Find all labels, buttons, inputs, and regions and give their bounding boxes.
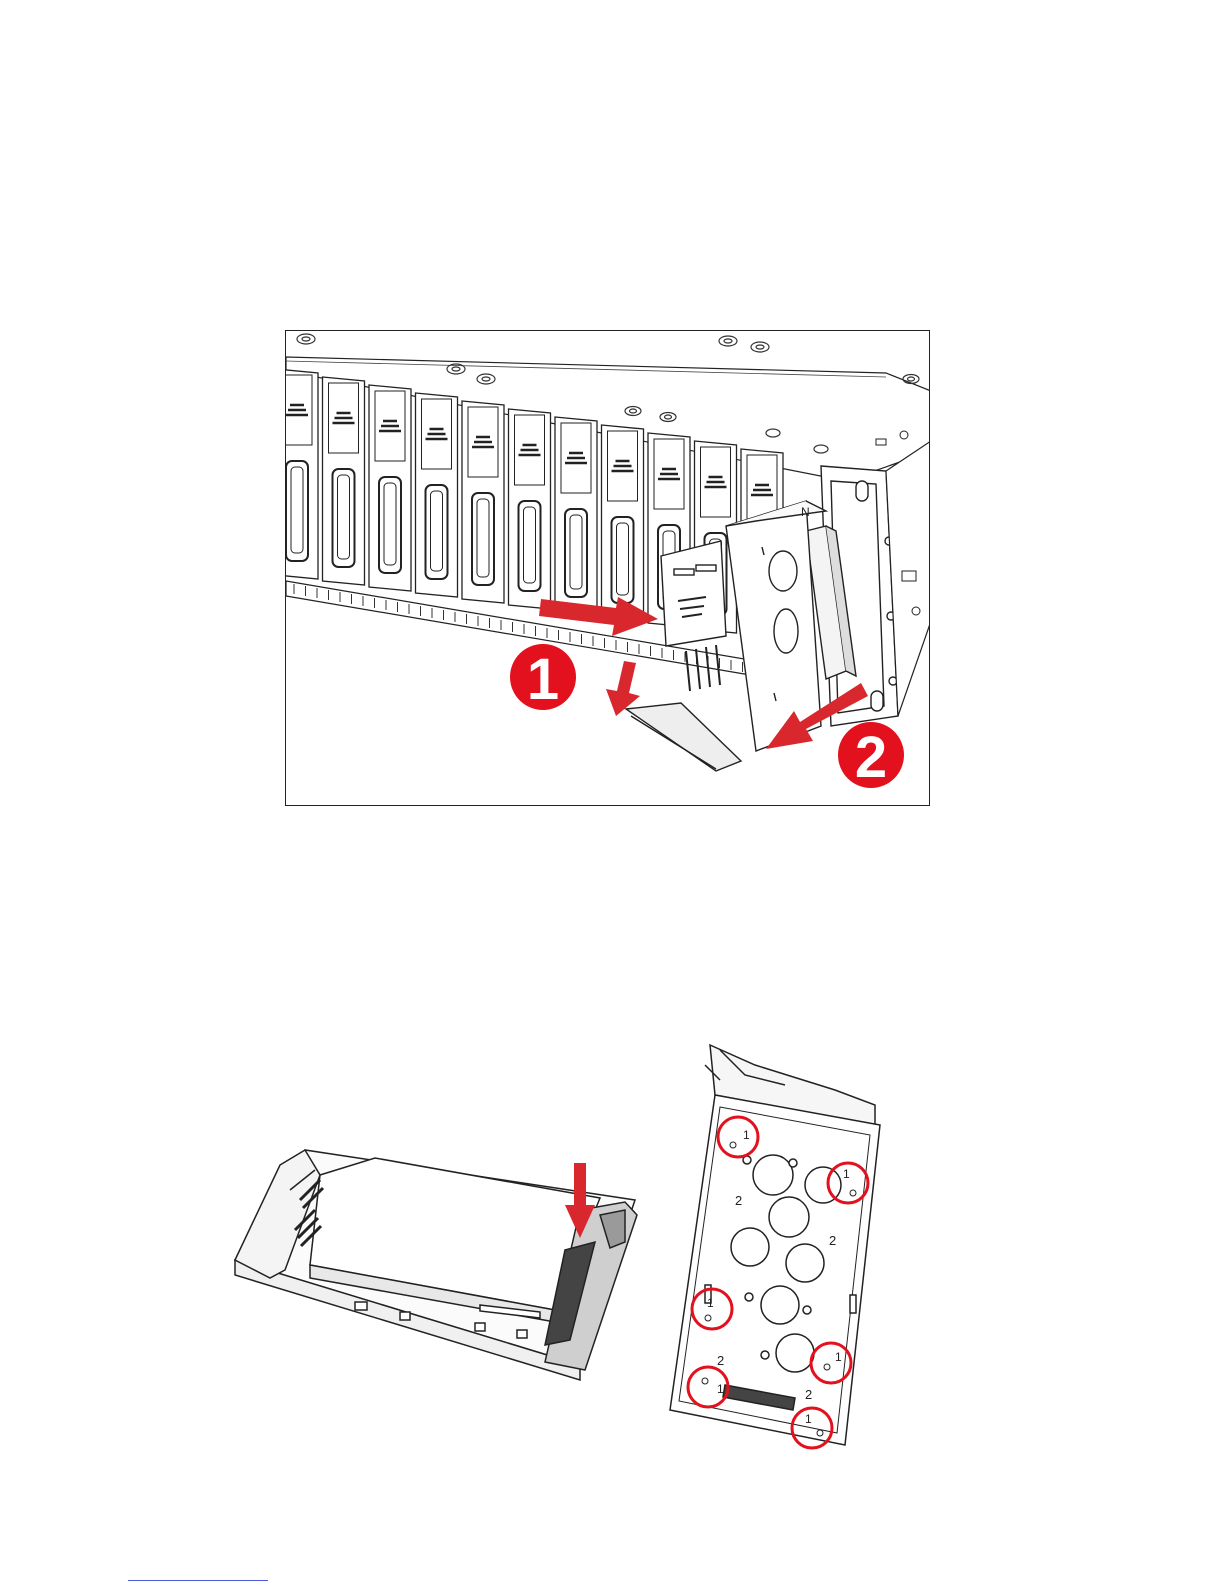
svg-text:1: 1	[717, 1382, 724, 1396]
svg-text:1: 1	[743, 1128, 750, 1142]
svg-text:1: 1	[805, 1412, 812, 1426]
drive-bay	[555, 417, 597, 615]
step-callout-1: 1	[510, 644, 576, 712]
chassis-drive-removal-figure: N 1 2	[285, 330, 930, 806]
drive-bay	[462, 401, 504, 603]
drive-bay	[602, 425, 644, 621]
svg-text:1: 1	[707, 1296, 714, 1310]
carrier-bottom-illustration: 2 2 2 2 1 1 1	[665, 1035, 905, 1455]
chassis-ear-bracket	[806, 466, 898, 726]
drive-bay	[369, 385, 411, 591]
svg-text:2: 2	[805, 1387, 812, 1402]
step-callout-2: 2	[838, 722, 904, 790]
carrier-screw-positions-figure: 2 2 2 2 1 1 1	[665, 1035, 905, 1455]
drive-into-carrier-figure	[225, 1130, 655, 1390]
drive-bay	[323, 377, 365, 585]
chassis-illustration: N 1 2	[286, 331, 930, 806]
svg-text:N: N	[801, 505, 810, 519]
svg-text:1: 1	[843, 1167, 850, 1181]
svg-text:1: 1	[527, 647, 559, 712]
carrier-illustration	[225, 1130, 655, 1390]
drive-bay	[286, 369, 318, 579]
drive-bay	[509, 409, 551, 609]
svg-text:2: 2	[735, 1193, 742, 1208]
svg-text:2: 2	[717, 1353, 724, 1368]
svg-text:2: 2	[855, 725, 887, 790]
svg-text:2: 2	[829, 1233, 836, 1248]
drive-bay	[416, 393, 458, 597]
svg-text:1: 1	[835, 1350, 842, 1364]
footnote-separator	[128, 1580, 268, 1581]
